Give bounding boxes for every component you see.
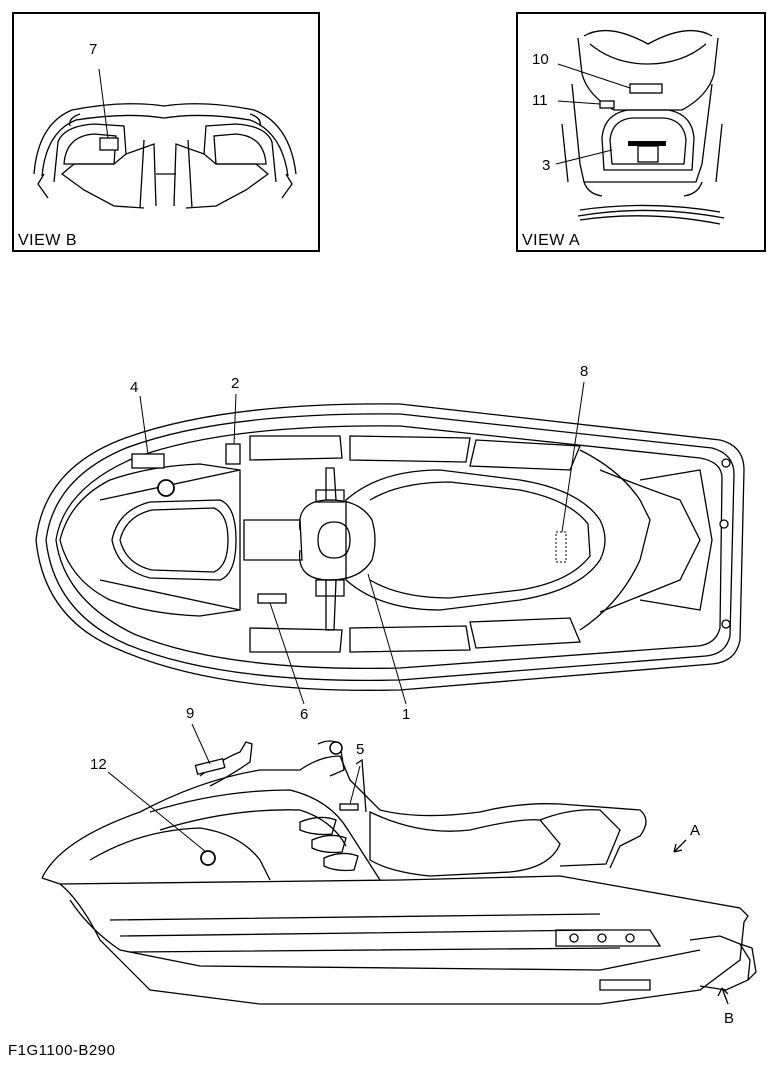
leader-line-12 <box>107 771 207 853</box>
callout-7: 7 <box>89 41 98 58</box>
leader-line-1 <box>367 573 407 705</box>
view-a-panel: 10 11 3 VIEW A <box>516 12 766 252</box>
stern-eye-mid <box>719 519 729 529</box>
label-7-decal <box>99 137 119 151</box>
callout-12: 12 <box>90 756 107 773</box>
label-8-decal <box>555 531 567 563</box>
callout-3: 3 <box>542 157 551 174</box>
leader-line-8 <box>561 381 585 533</box>
label-2-decal <box>225 443 241 465</box>
leader-line-5 <box>349 765 361 805</box>
callout-2: 2 <box>231 375 240 392</box>
top-view-drawing <box>35 381 745 705</box>
callout-4: 4 <box>130 379 139 396</box>
callout-8: 8 <box>580 363 589 380</box>
callout-9: 9 <box>186 705 195 722</box>
leader-line-7 <box>98 68 109 139</box>
arrow-b-icon <box>717 987 729 1005</box>
label-10-decal <box>629 83 663 94</box>
callout-11: 11 <box>532 92 548 109</box>
label-6-decal <box>257 593 287 604</box>
handle-knob <box>329 741 343 755</box>
side-fixture-3 <box>625 933 635 943</box>
label-11-decal <box>599 100 615 109</box>
view-b-label: VIEW B <box>18 232 78 249</box>
view-b-panel: 7 VIEW B <box>12 12 320 252</box>
leader-line-3 <box>555 149 613 165</box>
leader-line-11 <box>557 100 601 105</box>
leader-line-9 <box>191 723 211 765</box>
view-a-drawing <box>555 30 725 225</box>
callout-1: 1 <box>402 706 411 723</box>
label-3-decal <box>637 145 659 163</box>
label-9-decal <box>194 757 226 776</box>
side-fixture-1 <box>569 933 579 943</box>
side-view-drawing <box>41 723 757 1005</box>
callout-10: 10 <box>532 51 549 68</box>
stern-eye-bottom <box>721 619 731 629</box>
view-b-drawing <box>33 68 297 209</box>
direction-a-label: A <box>690 822 701 839</box>
arrow-a-icon <box>673 839 687 853</box>
leader-line-2 <box>233 393 237 445</box>
leader-line-6 <box>269 602 305 705</box>
fuel-cap <box>157 479 175 497</box>
callout-5: 5 <box>356 741 365 758</box>
view-a-label: VIEW A <box>522 232 581 249</box>
label-3-top <box>628 141 666 146</box>
direction-b-label: B <box>724 1010 735 1027</box>
leader-line-4 <box>139 395 149 455</box>
stern-eye-top <box>721 458 731 468</box>
callout-6: 6 <box>300 706 309 723</box>
side-fixture-2 <box>597 933 607 943</box>
label-5-decal <box>339 803 359 811</box>
side-fuel-cap <box>200 850 216 866</box>
leader-line-10 <box>557 63 631 89</box>
figure-code: F1G1100-B290 <box>8 1042 116 1059</box>
